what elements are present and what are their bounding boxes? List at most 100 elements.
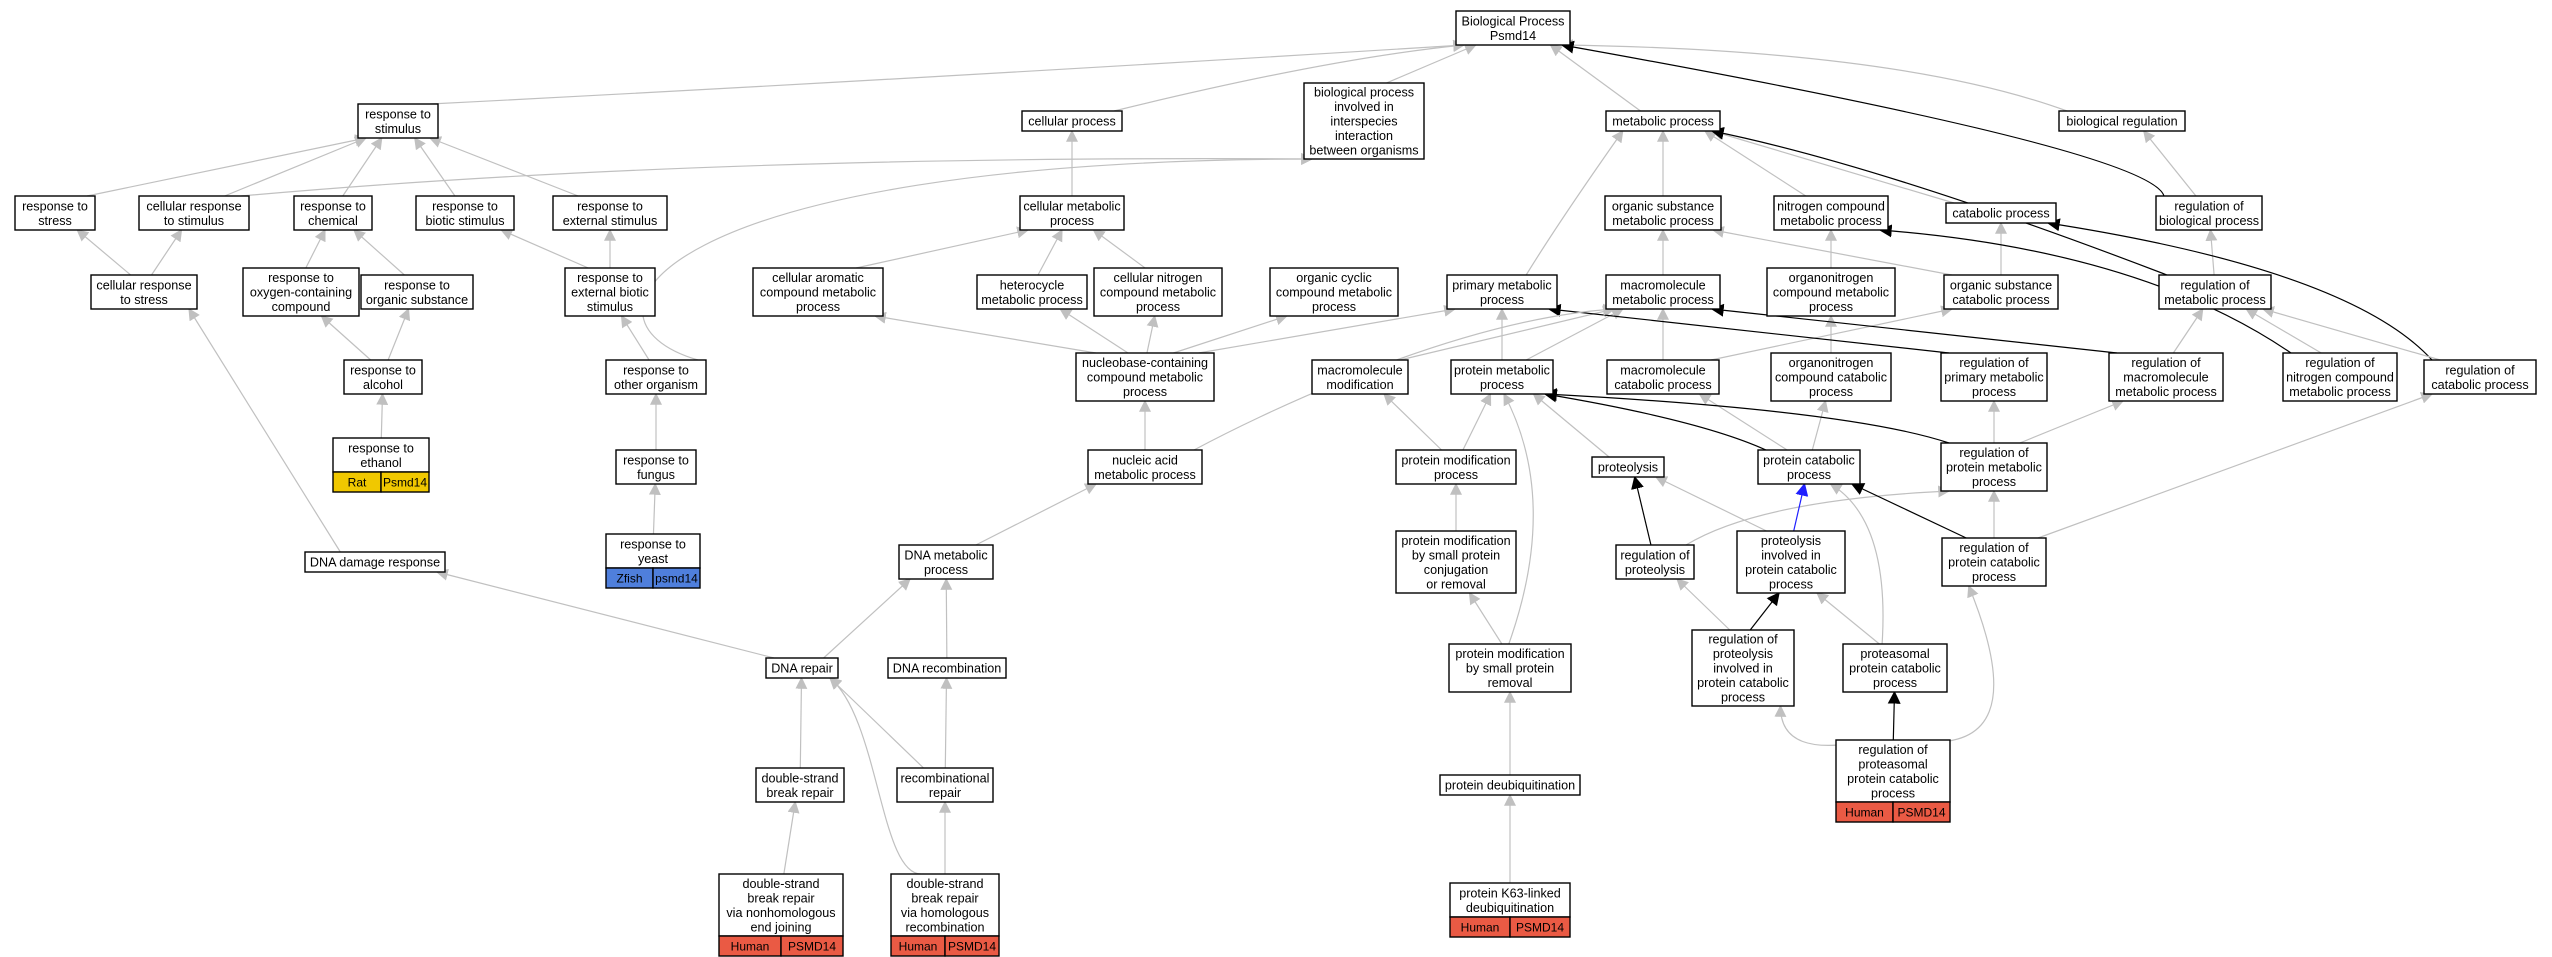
- go-term-prot[interactable]: proteolysis: [1591, 456, 1665, 478]
- term-box: [1691, 629, 1795, 707]
- go-term-br[interactable]: biological regulation: [2058, 110, 2186, 132]
- term-box: [2108, 352, 2224, 402]
- term-box: [332, 437, 430, 473]
- term-label-line: regulation of: [1620, 548, 1690, 562]
- go-term-catp[interactable]: catabolic process: [1945, 202, 2057, 224]
- term-label-line: process: [1972, 385, 2016, 399]
- go-term-ddr[interactable]: DNA damage response: [304, 551, 446, 573]
- term-label-line: Biological Process: [1462, 14, 1565, 28]
- go-term-dnar[interactable]: DNA repair: [765, 657, 839, 679]
- term-label-line: cellular aromatic: [772, 271, 864, 285]
- term-label-line: cellular metabolic: [1023, 199, 1120, 213]
- term-label-line: response to: [623, 453, 689, 467]
- term-label-line: via homologous: [901, 906, 989, 920]
- term-box: [1736, 530, 1846, 594]
- term-label-line: Psmd14: [1490, 29, 1536, 43]
- term-label-line: compound catabolic: [1775, 371, 1887, 385]
- term-label-line: protein K63-linked: [1459, 886, 1561, 900]
- term-label-line: interaction: [1335, 129, 1393, 143]
- term-label-line: biological regulation: [2066, 115, 2177, 129]
- term-label-line: response to: [623, 363, 689, 377]
- go-term-mp[interactable]: metabolic process: [1605, 110, 1721, 132]
- term-label-line: metabolic process: [1612, 293, 1714, 307]
- go-term-pdub[interactable]: protein deubiquitination: [1439, 774, 1581, 796]
- go-term-cp[interactable]: cellular process: [1021, 110, 1123, 132]
- edge-rpcp-to-pcp: [1850, 483, 1967, 539]
- term-label-line: compound: [272, 300, 331, 314]
- term-label-line: metabolic process: [981, 293, 1083, 307]
- edge-oscp-to-osmp: [1711, 226, 1953, 276]
- term-label-line: recombination: [905, 920, 984, 934]
- term-label-line: metabolic process: [2289, 385, 2391, 399]
- term-label-line: biotic stimulus: [425, 214, 504, 228]
- edge-rte-to-rta: [376, 392, 389, 439]
- term-label-line: compound metabolic: [1100, 286, 1216, 300]
- term-box: [1093, 267, 1223, 317]
- term-label-line: primary metabolic: [1944, 371, 2043, 385]
- term-label-line: process: [1972, 570, 2016, 584]
- term-box: [1439, 774, 1581, 796]
- term-box: [605, 359, 707, 395]
- go-term-dnarec[interactable]: DNA recombination: [887, 657, 1007, 679]
- edge-dnar-to-ddr: [435, 568, 775, 659]
- term-label-line: regulation of: [1959, 356, 2029, 370]
